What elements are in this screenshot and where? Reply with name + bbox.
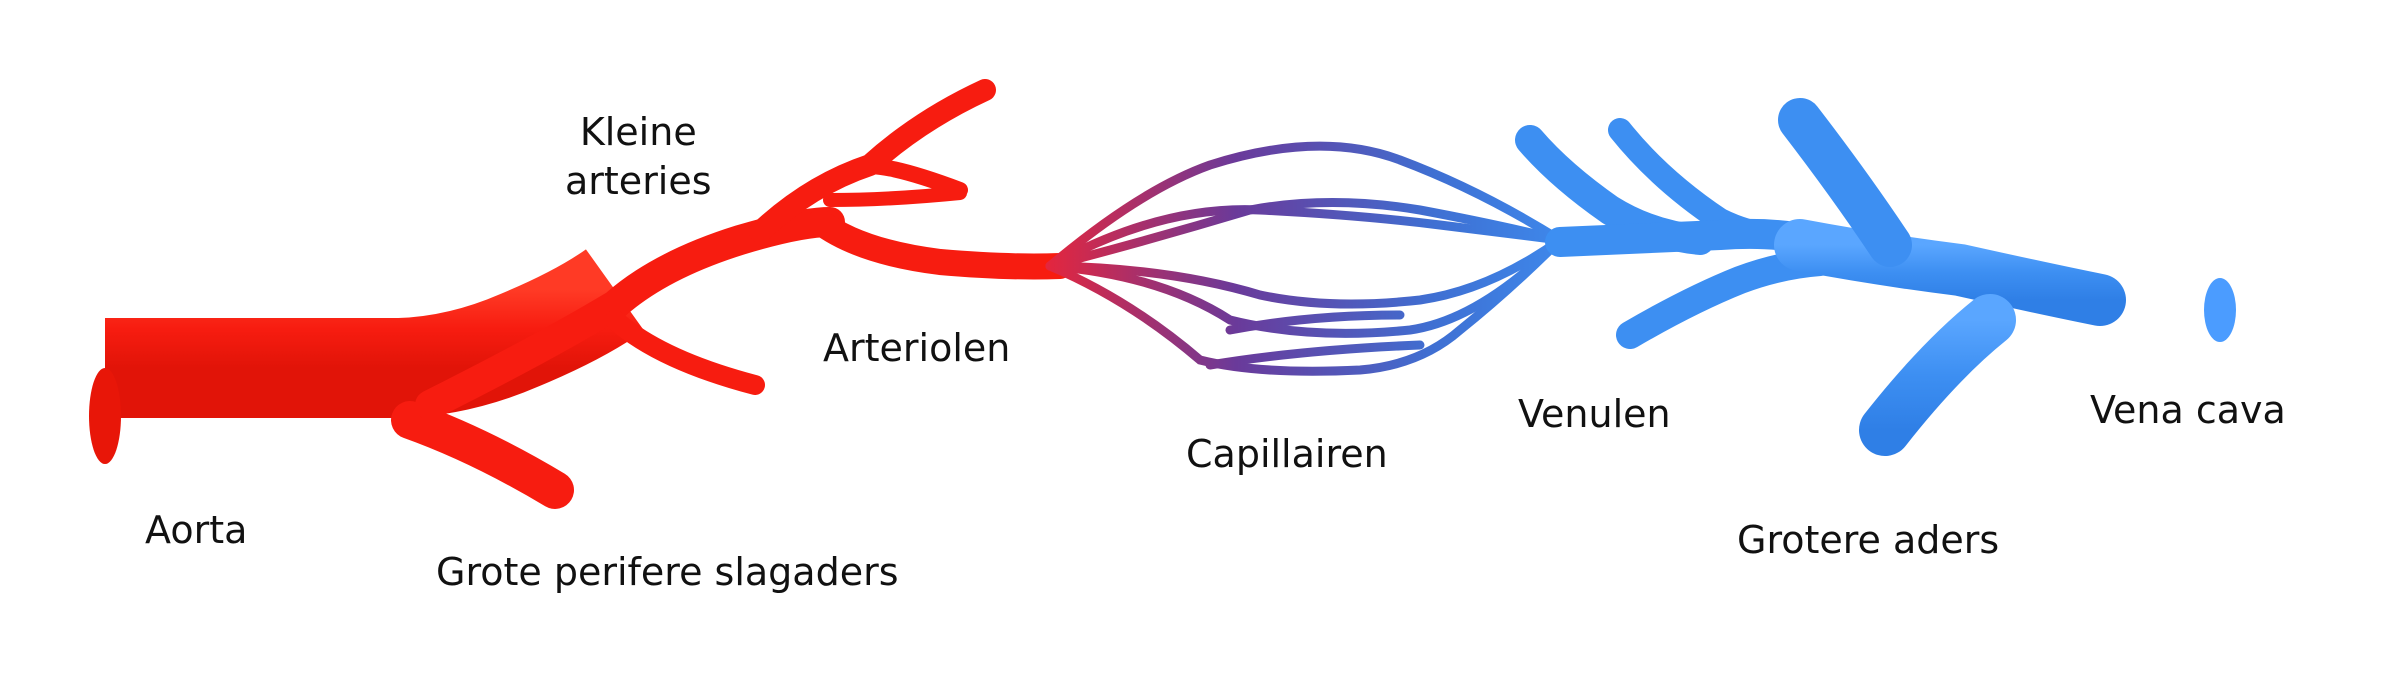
label-arterioles: Arteriolen xyxy=(823,324,1010,373)
label-small-arteries-line2: arteries xyxy=(565,159,712,204)
label-arterioles-text: Arteriolen xyxy=(823,326,1011,370)
label-small-arteries-line1: Kleine xyxy=(579,110,697,154)
larger-vein-lower-branch xyxy=(1859,294,2016,456)
arterial-tree xyxy=(89,79,1073,509)
vena-cava-opening xyxy=(2204,278,2236,342)
aorta-opening xyxy=(89,368,121,464)
label-larger-veins: Grotere aders xyxy=(1737,516,1999,565)
label-capillaries-text: Capillairen xyxy=(1186,432,1388,476)
label-aorta-text: Aorta xyxy=(145,508,248,552)
label-vena-cava-text: Vena cava xyxy=(2090,388,2286,432)
label-capillaries: Capillairen xyxy=(1186,430,1388,479)
label-large-arteries: Grote perifere slagaders xyxy=(436,548,899,597)
larger-vein-upper-branch xyxy=(1778,98,1912,267)
label-venules-text: Venulen xyxy=(1518,392,1671,436)
larger-vein xyxy=(1774,219,2126,326)
label-venules: Venulen xyxy=(1518,390,1671,439)
small-artery-lower xyxy=(605,310,765,395)
label-vena-cava: Vena cava xyxy=(2090,386,2286,435)
label-large-arteries-text: Grote perifere slagaders xyxy=(436,550,899,594)
small-artery-upper-fork xyxy=(852,158,968,198)
venule-lower xyxy=(1616,248,1834,349)
small-artery-upper-twig xyxy=(823,186,967,207)
large-artery-branch xyxy=(391,401,574,509)
label-small-arteries: Kleine arteries xyxy=(565,108,712,207)
venous-tree xyxy=(1515,98,2236,456)
label-larger-veins-text: Grotere aders xyxy=(1737,518,2000,562)
main-artery xyxy=(415,207,845,420)
arteriole-vessel xyxy=(807,209,1073,280)
capillary-bed xyxy=(1045,141,1565,376)
label-aorta: Aorta xyxy=(145,506,247,555)
